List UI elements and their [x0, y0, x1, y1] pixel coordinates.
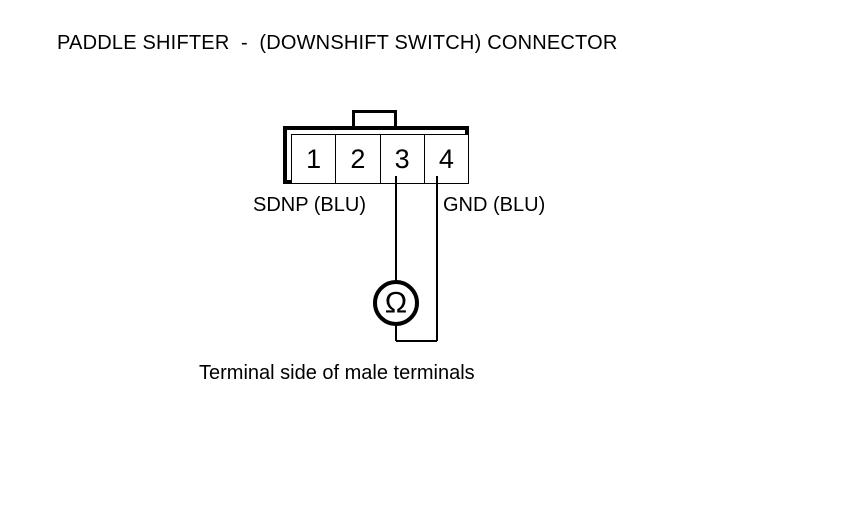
connector-pin-1: 1: [291, 134, 337, 184]
page-title: PADDLE SHIFTER - (DOWNSHIFT SWITCH) CONN…: [57, 32, 618, 54]
connector-pin-row: 1 2 3 4: [291, 134, 469, 184]
connector-body: 1 2 3 4: [283, 126, 469, 184]
connector-pin-2: 2: [335, 134, 381, 184]
ohm-icon: Ω: [385, 287, 407, 320]
connector-locking-tab: [352, 110, 397, 129]
connector-pin-3: 3: [379, 134, 425, 184]
diagram-caption: Terminal side of male terminals: [199, 362, 475, 384]
connector-pin-4: 4: [423, 134, 469, 184]
connector-assembly: 1 2 3 4: [283, 110, 469, 184]
ohmmeter-circle: [373, 280, 419, 326]
wire-label-sdnp: SDNP (BLU): [253, 194, 366, 216]
wire-label-gnd: GND (BLU): [443, 194, 546, 216]
